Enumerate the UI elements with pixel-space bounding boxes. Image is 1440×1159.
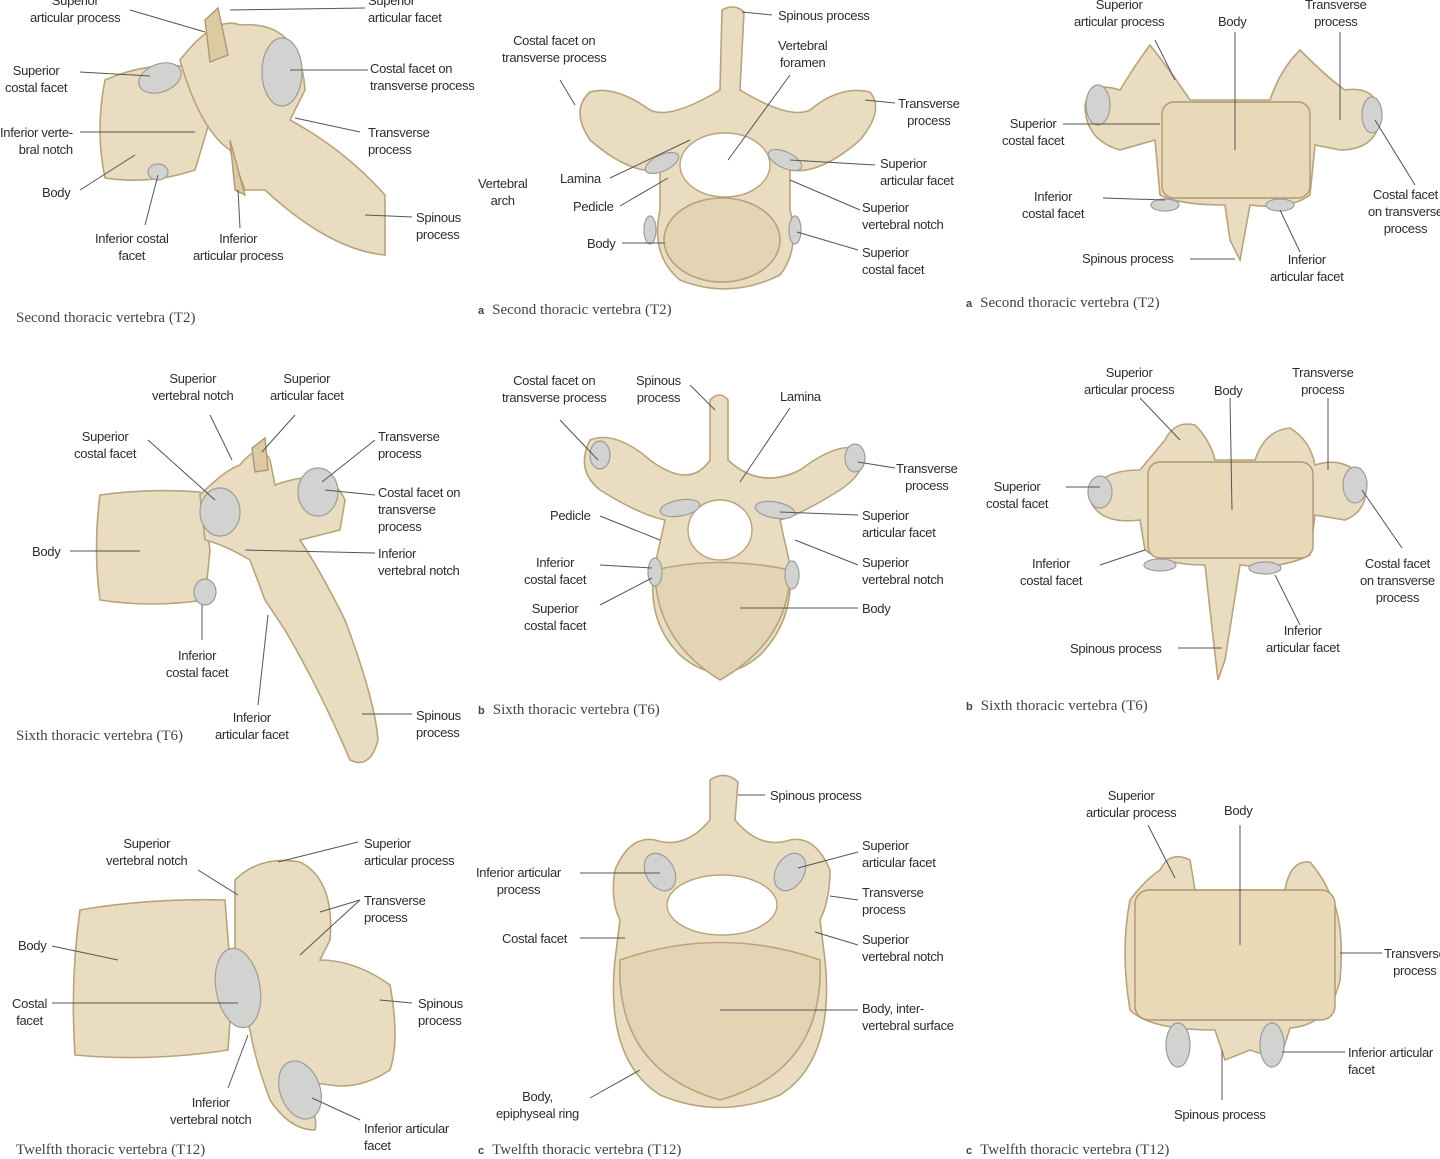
t12-superior-drawing [612, 774, 831, 1109]
label-t2-sup-vertebral-arch: Vertebral arch [478, 176, 528, 208]
label-t6-lat-inferior-articular-facet: Inferior articular facet [215, 710, 289, 742]
label-t2-ant-inferior-costal-facet: Inferior costal facet [1022, 189, 1085, 221]
label-t6-ant-transverse-process: Transverse process [1292, 365, 1354, 397]
caption-t2-lateral: Second thoracic vertebra (T2) [16, 310, 196, 326]
label-t12-lat-transverse-process: Transverse process [364, 893, 426, 925]
label-t12-lat-body: Body [18, 938, 47, 953]
label-t6-lat-costal-facet-transverse: Costal facet on transverse process [378, 485, 461, 534]
label-t2-lat-superior-costal-facet: Superior costal facet [5, 63, 68, 95]
label-t12-lat-inferior-articular-facet: Inferior articular facet [364, 1121, 449, 1153]
label-t12-ant-superior-articular-process: Superior articular process [1086, 788, 1177, 820]
label-t12-ant-transverse-process: Transverse process [1384, 946, 1440, 978]
label-t2-lat-body: Body [42, 185, 71, 200]
label-t2-sup-pedicle: Pedicle [573, 199, 614, 214]
label-t6-sup-superior-vertebral-notch: Superior vertebral notch [862, 555, 944, 587]
label-t2-sup-transverse-process: Transverse process [898, 96, 960, 128]
label-t12-lat-costal-facet: Costal facet [12, 996, 48, 1028]
t2-lateral-drawing [99, 6, 386, 256]
t2-anterior-drawing [1084, 43, 1383, 263]
label-t6-ant-costal-facet-transverse: Costal facet on transverse process [1360, 556, 1435, 605]
label-t12-ant-spinous-process: Spinous process [1174, 1107, 1266, 1122]
label-t2-sup-costal-facet-transverse: Costal facet on transverse process [502, 33, 607, 65]
label-t6-lat-transverse-process: Transverse process [378, 429, 440, 461]
label-t6-lat-body: Body [32, 544, 61, 559]
label-t2-ant-body: Body [1218, 14, 1247, 29]
label-t2-lat-inferior-articular-process: Inferior articular process [193, 231, 284, 263]
label-t2-ant-inferior-articular-facet: Inferior articular facet [1270, 252, 1344, 284]
label-t6-lat-spinous-process: Spinous process [416, 708, 461, 740]
label-t12-lat-superior-articular-process: Superior articular process [364, 836, 455, 868]
label-t2-sup-vertebral-foramen: Vertebral foramen [778, 38, 828, 70]
label-t12-lat-inferior-vertebral-notch: Inferior vertebral notch [170, 1095, 252, 1127]
t2-superior-drawing [579, 6, 877, 290]
label-t2-lat-costal-facet-transverse: Costal facet on transverse process [370, 61, 475, 93]
label-t2-sup-superior-costal-facet: Superior costal facet [862, 245, 925, 277]
label-t6-ant-spinous-process: Spinous process [1070, 641, 1162, 656]
t12-anterior-drawing [1124, 855, 1342, 1068]
label-t2-sup-superior-articular-facet: Superior articular facet [880, 156, 954, 188]
label-t2-lat-transverse-process: Transverse process [368, 125, 430, 157]
label-t2-ant-superior-costal-facet: Superior costal facet [1002, 116, 1065, 148]
label-t6-sup-body: Body [862, 601, 891, 616]
label-t2-lat-superior-articular-facet: Superior articular facet [368, 0, 442, 25]
label-t12-sup-body-intervertebral-surface: Body, inter- vertebral surface [862, 1001, 954, 1033]
label-t2-sup-lamina: Lamina [560, 171, 601, 186]
label-t12-lat-spinous-process: Spinous process [418, 996, 463, 1028]
label-t6-ant-body: Body [1214, 383, 1243, 398]
label-t2-ant-transverse-process: Transverse process [1305, 0, 1367, 29]
label-t6-ant-superior-articular-process: Superior articular process [1084, 365, 1175, 397]
label-t6-lat-inferior-vertebral-notch: Inferior vertebral notch [378, 546, 460, 578]
label-t6-lat-inferior-costal-facet: Inferior costal facet [166, 648, 229, 680]
label-t6-lat-superior-articular-facet: Superior articular facet [270, 371, 344, 403]
label-t6-sup-lamina: Lamina [780, 389, 821, 404]
label-t6-sup-transverse-process: Transverse process [896, 461, 958, 493]
t6-anterior-drawing [1087, 423, 1368, 681]
label-t6-lat-superior-vertebral-notch: Superior vertebral notch [152, 371, 234, 403]
label-t2-lat-superior-articular-process: Superior articular process [30, 0, 121, 25]
label-t6-sup-spinous-process: Spinous process [636, 373, 681, 405]
label-t2-lat-inferior-costal-facet: Inferior costal facet [95, 231, 169, 263]
label-t12-sup-superior-articular-facet: Superior articular facet [862, 838, 936, 870]
label-t6-lat-superior-costal-facet: Superior costal facet [74, 429, 137, 461]
label-t12-sup-costal-facet: Costal facet [502, 931, 568, 946]
label-t2-lat-spinous-process: Spinous process [416, 210, 461, 242]
label-t2-ant-superior-articular-process: Superior articular process [1074, 0, 1165, 29]
label-t2-lat-inferior-vertebral-notch: Inferior verte- bral notch [0, 125, 73, 157]
label-t2-ant-spinous-process: Spinous process [1082, 251, 1174, 266]
caption-t12-lateral: Twelfth thoracic vertebra (T12) [16, 1142, 206, 1158]
t12-lateral-drawing [72, 859, 396, 1131]
label-t6-ant-superior-costal-facet: Superior costal facet [986, 479, 1049, 511]
label-t6-ant-inferior-articular-facet: Inferior articular facet [1266, 623, 1340, 655]
label-t2-sup-spinous-process: Spinous process [778, 8, 870, 23]
label-t2-ant-costal-facet-transverse: Costal facet on transverse process [1368, 187, 1440, 236]
label-t6-sup-superior-articular-facet: Superior articular facet [862, 508, 936, 540]
label-t12-sup-transverse-process: Transverse process [862, 885, 924, 917]
label-t12-ant-body: Body [1224, 803, 1253, 818]
t6-superior-drawing [583, 394, 866, 681]
label-t12-sup-superior-vertebral-notch: Superior vertebral notch [862, 932, 944, 964]
label-t6-sup-superior-costal-facet: Superior costal facet [524, 601, 587, 633]
label-t12-ant-inferior-articular-facet: Inferior articular facet [1348, 1045, 1433, 1077]
label-t6-sup-pedicle: Pedicle [550, 508, 591, 523]
label-t12-sup-spinous-process: Spinous process [770, 788, 862, 803]
label-t2-sup-body: Body [587, 236, 616, 251]
label-t12-sup-inferior-articular-process: Inferior articular process [476, 865, 561, 897]
label-t6-sup-costal-facet-transverse: Costal facet on transverse process [502, 373, 607, 405]
t6-lateral-drawing [95, 436, 379, 764]
label-t6-ant-inferior-costal-facet: Inferior costal facet [1020, 556, 1083, 588]
label-t6-sup-inferior-costal-facet: Inferior costal facet [524, 555, 587, 587]
label-t12-sup-body-epiphyseal-ring: Body, epiphyseal ring [496, 1089, 579, 1121]
leader-lines [51, 7, 1416, 1121]
label-t2-sup-superior-vertebral-notch: Superior vertebral notch [862, 200, 944, 232]
caption-t6-lateral: Sixth thoracic vertebra (T6) [16, 728, 184, 744]
label-t12-lat-superior-vertebral-notch: Superior vertebral notch [106, 836, 188, 868]
